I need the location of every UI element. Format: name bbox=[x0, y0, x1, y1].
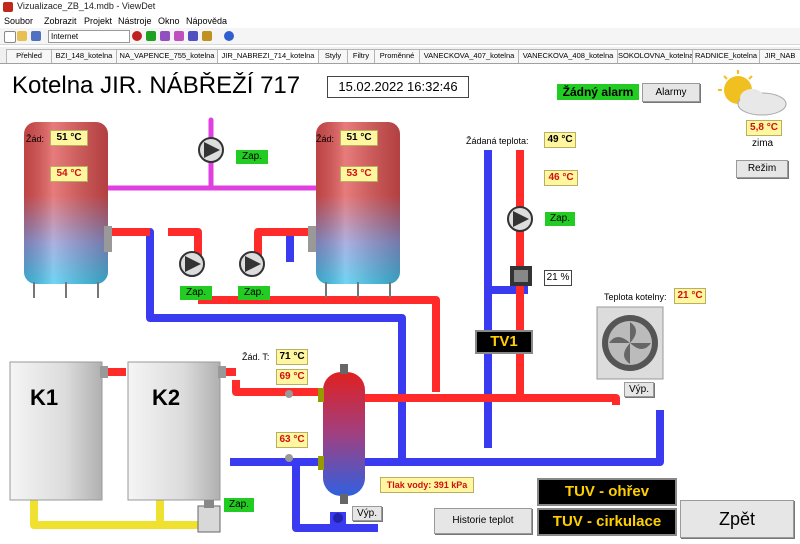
tank-left bbox=[24, 122, 112, 298]
history-button[interactable]: Historie teplot bbox=[434, 508, 532, 534]
back-button[interactable]: Zpět bbox=[680, 500, 794, 538]
weather-sun-cloud-icon bbox=[718, 70, 787, 116]
pump-tv-status: Zap. bbox=[545, 212, 575, 226]
outdoor-temp: 5,8 °C bbox=[746, 120, 782, 136]
alarms-button[interactable]: Alarmy bbox=[642, 83, 700, 102]
tank-left-label: Žád: bbox=[26, 134, 45, 144]
mode-button[interactable]: Režim bbox=[736, 160, 788, 178]
menu-zobrazit[interactable]: Zobrazit bbox=[44, 16, 77, 26]
drain-pump-status[interactable]: Výp. bbox=[352, 506, 382, 521]
pump-left-icon bbox=[179, 251, 205, 277]
stop-icon[interactable] bbox=[132, 31, 142, 41]
tab-bar: Přehled BZI_148_kotelna NA_VAPENCE_755_k… bbox=[0, 47, 800, 64]
page-title: Kotelna JIR. NÁBŘEŽÍ 717 bbox=[12, 72, 301, 99]
help-icon[interactable] bbox=[224, 31, 234, 41]
pump-top-status: Zap. bbox=[236, 150, 268, 164]
tank-right bbox=[308, 122, 400, 298]
tool3-icon[interactable] bbox=[188, 31, 198, 41]
menu-nastroje[interactable]: Nástroje bbox=[118, 16, 152, 26]
tv-setpoint: 49 °C bbox=[544, 132, 576, 148]
address-combo[interactable]: Internet bbox=[48, 30, 130, 43]
pump-right-icon bbox=[239, 251, 265, 277]
tank-right-label: Žád: bbox=[316, 134, 335, 144]
boiler-k2 bbox=[127, 361, 226, 501]
pump-right-status: Zap. bbox=[238, 286, 270, 300]
boiler-k2-label: K2 bbox=[152, 385, 181, 410]
sensor-icon bbox=[285, 390, 293, 462]
tv-setpoint-label: Žádaná teplota: bbox=[466, 136, 529, 146]
new-icon[interactable] bbox=[4, 31, 16, 43]
tuv-heating-button[interactable]: TUV - ohřev bbox=[537, 478, 677, 506]
water-pressure: Tlak vody: 391 kPa bbox=[380, 477, 474, 493]
tab-jir-nab[interactable]: JIR_NAB bbox=[759, 49, 800, 63]
tv-valve-percent: 21 % bbox=[544, 270, 572, 286]
season-label: zima bbox=[750, 138, 776, 149]
boiler-k1-label: K1 bbox=[30, 385, 59, 410]
tank-left-setpoint: 51 °C bbox=[50, 130, 88, 146]
tank-left-actual: 54 °C bbox=[50, 166, 88, 182]
tv1-label[interactable]: TV1 bbox=[475, 330, 533, 354]
run-icon[interactable] bbox=[146, 31, 156, 41]
tool-icon[interactable] bbox=[160, 31, 170, 41]
boiler-room-temp-label: Teplota kotelny: bbox=[604, 292, 667, 302]
menu-napoveda[interactable]: Nápověda bbox=[186, 16, 228, 26]
cooler-status[interactable]: Výp. bbox=[624, 382, 654, 397]
save-icon[interactable] bbox=[31, 31, 41, 41]
hydro-setpoint: 71 °C bbox=[276, 349, 308, 365]
menu-projekt[interactable]: Projekt bbox=[84, 16, 113, 26]
app-icon bbox=[3, 2, 13, 12]
boiler-k1 bbox=[9, 361, 108, 501]
yellow-pipes bbox=[30, 498, 200, 529]
tv-actual: 46 °C bbox=[544, 170, 578, 186]
hydraulic-separator bbox=[318, 364, 365, 504]
tank-right-actual: 53 °C bbox=[340, 166, 378, 182]
toolbar bbox=[0, 28, 800, 45]
hydro-setpoint-label: Žád. T: bbox=[242, 352, 270, 362]
pump-left-status: Zap. bbox=[180, 286, 212, 300]
datetime-display: 15.02.2022 16:32:46 bbox=[327, 76, 469, 98]
drain-pump-icon bbox=[330, 512, 346, 526]
open-icon[interactable] bbox=[17, 31, 27, 41]
pump-top-icon bbox=[198, 137, 224, 163]
hydro-return-temp: 63 °C bbox=[276, 432, 308, 448]
alarm-status: Žádný alarm bbox=[557, 84, 639, 100]
tool2-icon[interactable] bbox=[174, 31, 184, 41]
tank-right-setpoint: 51 °C bbox=[340, 130, 378, 146]
boiler-valve-icon bbox=[197, 500, 221, 533]
tool4-icon[interactable] bbox=[202, 31, 212, 41]
boiler-room-temp: 21 °C bbox=[674, 288, 706, 304]
hydro-supply-temp: 69 °C bbox=[276, 369, 308, 385]
window-title: Vizualizace_ZB_14.mdb - ViewDet bbox=[17, 1, 156, 11]
pump-tv-icon bbox=[507, 206, 533, 232]
tuv-circulation-button[interactable]: TUV - cirkulace bbox=[537, 508, 677, 536]
boiler-feed-status: Zap. bbox=[224, 498, 254, 512]
supply-pipes bbox=[100, 150, 620, 405]
menu-soubor[interactable]: Soubor bbox=[4, 16, 34, 26]
cooler-fan-icon bbox=[596, 306, 664, 380]
mixing-valve-icon bbox=[510, 266, 532, 286]
menu-bar: Soubor Zobrazit Projekt Nástroje Okno Ná… bbox=[0, 14, 800, 28]
menu-okno[interactable]: Okno bbox=[158, 16, 180, 26]
